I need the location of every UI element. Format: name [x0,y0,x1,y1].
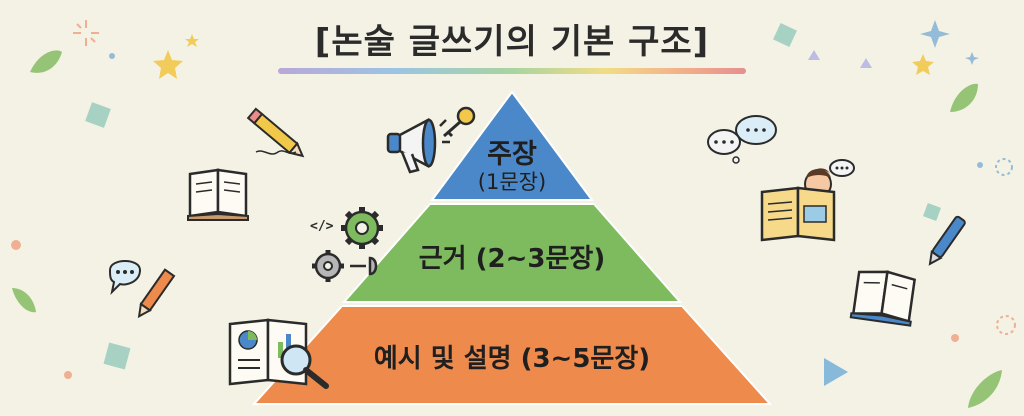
leaf-icon [968,370,1002,408]
leaf-icon [950,83,978,112]
star-icon [920,20,950,48]
pyramid-level-top [430,90,594,201]
speech-bubble-icon [108,260,142,296]
leaf-icon [12,288,36,313]
dot-shape [11,240,21,250]
dot-shape [109,53,115,59]
book-chart-magnifier-icon [228,318,329,389]
star-icon [185,34,199,47]
code-icon: </> [310,219,334,234]
pyramid-middle-label: 근거 (2~3문장) [418,244,606,274]
sparkle-icon [73,20,99,46]
star-icon [153,50,183,79]
key-icon [443,106,476,138]
dot-shape [951,334,959,342]
open-book-icon [849,270,917,327]
page-title: [논술 글쓰기의 기본 구조] [314,22,710,62]
star-icon [912,54,934,75]
pen-icon [928,215,966,266]
pencil-icon [137,268,176,319]
gears-icon [312,207,383,282]
sparkle-ring [996,315,1016,335]
pyramid-top-sublabel: (1문장) [477,170,547,194]
triangle-shape [860,58,872,68]
title-underline [278,68,746,74]
diamond-shape [103,342,131,370]
speech-bubble-icon [707,115,777,164]
triangle-shape [808,50,820,60]
sparkle-ring [995,158,1013,176]
leaf-icon [30,50,62,73]
dot-shape [64,371,72,379]
open-book-icon [187,168,249,221]
dot-shape [977,162,983,168]
triangle-shape [824,358,848,386]
background-decorations [11,20,1016,408]
megaphone-icon [386,117,450,174]
pyramid-bottom-label: 예시 및 설명 (3~5문장) [373,344,651,374]
diamond-shape [923,203,941,221]
star-icon [965,52,979,65]
pyramid-top-label: 주장 [487,139,537,170]
pyramid [251,90,773,405]
scribble-line [255,150,297,155]
diamond-shape [85,102,111,128]
diamond-shape [773,23,797,47]
person-reading-icon [760,159,855,242]
